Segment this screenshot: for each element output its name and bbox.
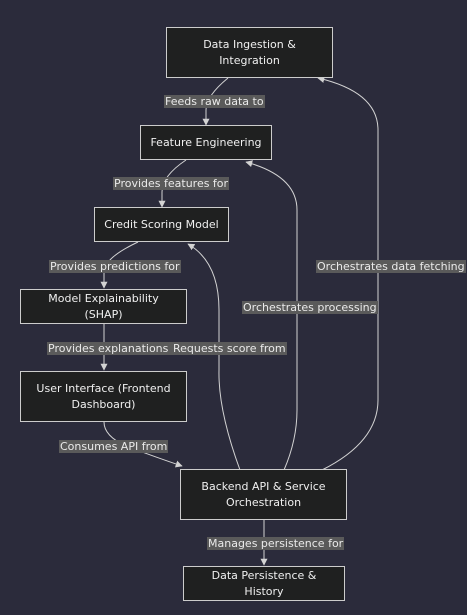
node-data-ingestion: Data Ingestion & Integration [166,27,333,78]
edge-label-persistence: Manages persistence for [207,537,345,550]
edge-label-feeds: Feeds raw data to [164,95,265,108]
node-backend-api: Backend API & Service Orchestration [180,469,347,520]
edge-label-processing: Orchestrates processing [242,301,378,314]
node-feature-engineering: Feature Engineering [140,125,272,160]
edge-label-consumes: Consumes API from [59,440,169,453]
node-model-explainability: Model Explainability (SHAP) [20,289,187,324]
edge-label-requests: Requests score from [172,342,287,355]
edge-backend-to-feature [245,160,298,471]
edge-label-predictions: Provides predictions for [49,260,181,273]
edge-label-explanations: Provides explanations to [47,342,184,355]
edge-label-fetching: Orchestrates data fetching [316,260,466,273]
edge-backend-to-ingestion [317,76,379,471]
edge-label-features: Provides features for [113,177,230,190]
node-data-persistence: Data Persistence & History [183,566,345,601]
edge-backend-to-scoring [187,243,241,471]
node-user-interface: User Interface (Frontend Dashboard) [20,371,187,422]
node-credit-scoring-model: Credit Scoring Model [94,207,229,242]
